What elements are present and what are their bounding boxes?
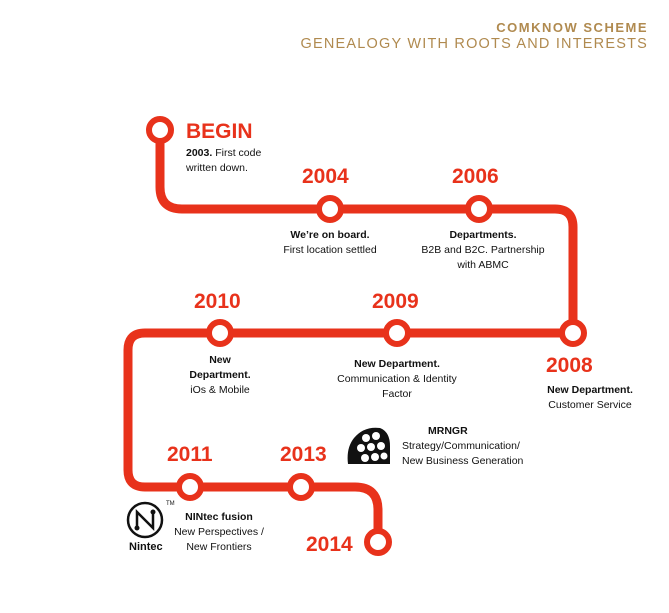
year-2009: 2009 xyxy=(372,290,419,313)
desc-2006-line2: B2B and B2C. Partnership xyxy=(421,244,545,256)
header-subtitle: GENEALOGY WITH ROOTS AND INTERESTS xyxy=(300,36,648,52)
desc-2010: New Department. iOs & Mobile xyxy=(170,353,270,398)
desc-2006-line3: with ABMC xyxy=(457,259,509,271)
nintec-title: NINtec fusion xyxy=(185,511,253,523)
node-2009 xyxy=(383,319,411,347)
year-2006: 2006 xyxy=(452,165,499,188)
desc-begin: 2003. First code written down. xyxy=(186,146,261,176)
year-2004: 2004 xyxy=(302,165,349,188)
node-2013 xyxy=(287,473,315,501)
node-2008 xyxy=(559,319,587,347)
node-2011 xyxy=(176,473,204,501)
mrngr-line3: New Business Generation xyxy=(402,455,524,467)
desc-2010-title2: Department. xyxy=(189,369,251,381)
node-2004 xyxy=(316,195,344,223)
year-2014: 2014 xyxy=(306,533,353,556)
desc-mrngr: MRNGR Strategy/Communication/ New Busine… xyxy=(402,424,523,469)
desc-2004-line2: First location settled xyxy=(283,244,377,256)
desc-2009-title: New Department. xyxy=(354,358,440,370)
desc-2009: New Department. Communication & Identity… xyxy=(322,357,472,402)
desc-2010-title1: New xyxy=(209,354,231,366)
desc-2006: Departments. B2B and B2C. Partnership wi… xyxy=(403,228,563,273)
nintec-logo-text: Nintec xyxy=(129,541,163,553)
mrngr-title: MRNGR xyxy=(428,425,468,437)
year-begin: BEGIN xyxy=(186,120,253,143)
desc-2010-line3: iOs & Mobile xyxy=(190,384,250,396)
nintec-logo-icon xyxy=(126,501,164,539)
desc-2004-title: We’re on board. xyxy=(290,229,370,241)
desc-2008: New Department. Customer Service xyxy=(520,383,660,413)
node-2010 xyxy=(206,319,234,347)
nintec-tm: TM xyxy=(166,501,175,507)
node-2014 xyxy=(364,528,392,556)
desc-2009-line2: Communication & Identity xyxy=(337,373,457,385)
timeline-path xyxy=(123,125,578,547)
node-2006 xyxy=(465,195,493,223)
year-2010: 2010 xyxy=(194,290,241,313)
year-2008: 2008 xyxy=(546,354,593,377)
desc-2004: We’re on board. First location settled xyxy=(260,228,400,258)
desc-begin-text: First code xyxy=(212,147,262,159)
desc-2008-title: New Department. xyxy=(547,384,633,396)
desc-nintec: NINtec fusion New Perspectives / New Fro… xyxy=(164,510,274,555)
desc-begin-line2: written down. xyxy=(186,162,248,174)
nintec-line2: New Perspectives / xyxy=(174,526,264,538)
mrngr-line2: Strategy/Communication/ xyxy=(402,440,520,452)
header-title: COMKNOW SCHEME xyxy=(496,20,648,35)
desc-2008-line2: Customer Service xyxy=(548,399,632,411)
node-begin xyxy=(146,116,174,144)
year-2013: 2013 xyxy=(280,443,327,466)
desc-2006-title: Departments. xyxy=(449,229,517,241)
header: COMKNOW SCHEME GENEALOGY WITH ROOTS AND … xyxy=(301,20,649,52)
desc-2009-line3: Factor xyxy=(382,388,412,400)
year-2011: 2011 xyxy=(167,443,213,466)
desc-begin-year: 2003. xyxy=(186,147,213,159)
mrngr-logo-icon xyxy=(347,427,390,464)
nintec-line3: New Frontiers xyxy=(186,541,252,553)
